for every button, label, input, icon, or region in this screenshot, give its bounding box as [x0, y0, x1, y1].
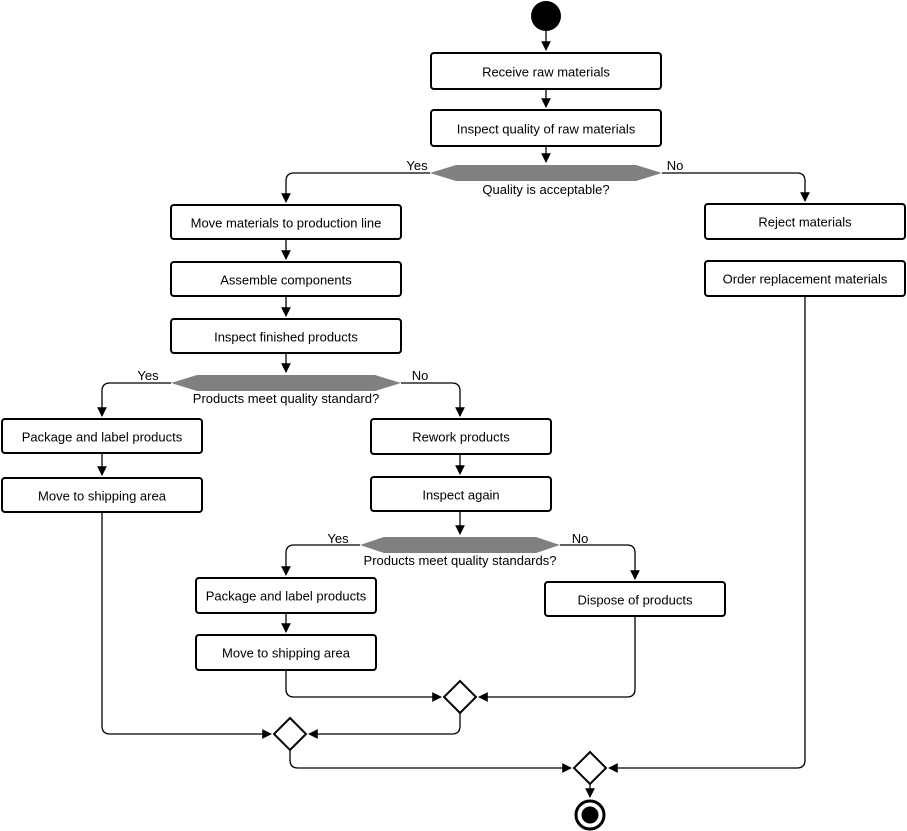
- activity-move-materials-production-line: Move materials to production line: [170, 204, 402, 240]
- activity-order-replacement-materials: Order replacement materials: [704, 260, 906, 297]
- activity-box: [370, 418, 552, 455]
- start-node: [531, 1, 561, 31]
- no-branch-label: No: [412, 368, 429, 383]
- edges: [97, 31, 810, 798]
- activity-label: Package and label products: [22, 430, 183, 445]
- activity-assemble-components: Assemble components: [170, 261, 402, 297]
- activity-label: Rework products: [412, 430, 510, 445]
- edge-merge1-to-merge2: [308, 713, 461, 739]
- activity-inspect-again: Inspect again: [370, 476, 552, 512]
- activity-move-shipping-area-left: Move to shipping area: [1, 477, 203, 513]
- activity-box: [170, 261, 402, 297]
- activity-label: Inspect quality of raw materials: [457, 122, 636, 137]
- activity-box: [544, 581, 726, 617]
- activity-box: [704, 203, 906, 240]
- decision-products-meet-quality-standards: Products meet quality standards? Yes No: [327, 531, 588, 568]
- activity-inspect-quality-raw-materials: Inspect quality of raw materials: [430, 109, 662, 147]
- decision-hexagon: [360, 537, 560, 553]
- activity-box: [195, 634, 377, 671]
- activity-label: Assemble components: [220, 273, 352, 288]
- activity-reject-materials: Reject materials: [704, 203, 906, 240]
- decision-products-meet-quality-standard: Products meet quality standard? Yes No: [137, 368, 428, 406]
- edge-decision2-no: [401, 382, 465, 417]
- edge-shipmid-to-merge1: [285, 670, 442, 702]
- edge-shipleft-to-merge2: [101, 512, 272, 739]
- edge-decision2-yes: [97, 382, 171, 417]
- activity-package-label-products-mid: Package and label products: [195, 577, 377, 614]
- activity-rework-products: Rework products: [370, 418, 552, 455]
- decision-quality-acceptable: Quality is acceptable? Yes No: [406, 158, 683, 197]
- yes-branch-label: Yes: [327, 531, 349, 546]
- decision-question: Quality is acceptable?: [482, 182, 609, 197]
- edge-decision1-yes: [281, 172, 430, 203]
- edge-order-to-merge3: [608, 296, 806, 773]
- activity-label: Move to shipping area: [222, 646, 351, 661]
- activity-label: Inspect again: [422, 488, 499, 503]
- activity-label: Order replacement materials: [723, 272, 888, 287]
- decision-hexagon: [430, 165, 662, 181]
- no-branch-label: No: [572, 531, 589, 546]
- edge-decision3-no: [560, 544, 640, 580]
- activity-box: [170, 318, 402, 354]
- activity-box: [430, 109, 662, 147]
- activity-label: Receive raw materials: [482, 65, 610, 80]
- yes-branch-label: Yes: [137, 368, 159, 383]
- activity-label: Dispose of products: [578, 593, 693, 608]
- activity-label: Move to shipping area: [38, 489, 167, 504]
- activity-package-label-products-left: Package and label products: [1, 418, 203, 454]
- edge-decision1-no: [662, 172, 810, 202]
- merge-node-3: [572, 750, 608, 786]
- activity-box: [430, 52, 662, 90]
- end-node-inner-dot: [581, 806, 599, 824]
- activity-box: [1, 477, 203, 513]
- end-node: [574, 799, 606, 831]
- activity-box: [704, 260, 906, 297]
- activity-label: Reject materials: [758, 215, 852, 230]
- activity-label: Move materials to production line: [191, 216, 382, 231]
- edge-decision3-yes: [281, 544, 360, 576]
- decision-hexagon: [171, 375, 401, 391]
- yes-branch-label: Yes: [406, 158, 428, 173]
- edge-merge2-to-merge3: [289, 750, 572, 773]
- edge-dispose-to-merge1: [478, 616, 636, 702]
- merge-node-1: [442, 679, 478, 715]
- activity-box: [370, 476, 552, 512]
- merge-node-2: [272, 716, 308, 752]
- no-branch-label: No: [667, 158, 684, 173]
- activity-receive-raw-materials: Receive raw materials: [430, 52, 662, 90]
- activity-dispose-of-products: Dispose of products: [544, 581, 726, 617]
- decision-question: Products meet quality standard?: [193, 391, 379, 406]
- activity-box: [195, 577, 377, 614]
- decision-question: Products meet quality standards?: [364, 553, 557, 568]
- activity-box: [1, 418, 203, 454]
- activity-label: Package and label products: [206, 589, 367, 604]
- activity-label: Inspect finished products: [214, 330, 358, 345]
- activity-inspect-finished-products: Inspect finished products: [170, 318, 402, 354]
- activity-move-shipping-area-mid: Move to shipping area: [195, 634, 377, 671]
- activity-box: [170, 204, 402, 240]
